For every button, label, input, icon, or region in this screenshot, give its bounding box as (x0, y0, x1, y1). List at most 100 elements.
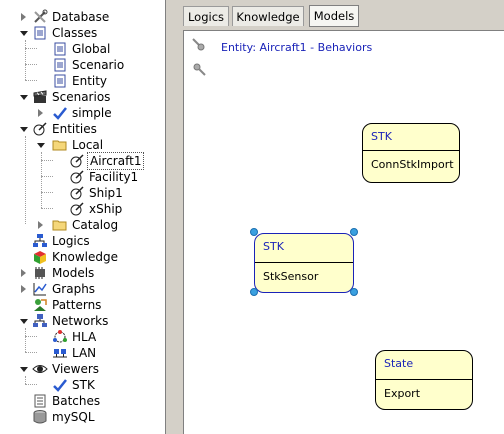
target-icon (70, 186, 84, 200)
tree-item-database[interactable]: Database (0, 9, 165, 25)
behavior-name: Export (384, 387, 421, 400)
tree-line (25, 64, 37, 65)
tree-label: Catalog (72, 218, 119, 232)
expand-arrow-icon[interactable] (20, 265, 29, 281)
collapse-arrow-icon[interactable] (20, 25, 29, 41)
tree-line (25, 136, 26, 224)
tree-item-entities[interactable]: Entities (0, 121, 165, 137)
tree-label: Facility1 (89, 170, 139, 184)
tree-label: Database (52, 10, 110, 24)
behavior-canvas[interactable]: Entity: Aircraft1 - Behaviors STK ConnSt… (183, 30, 504, 434)
chip-icon (35, 267, 45, 279)
tree-label: Batches (52, 394, 101, 408)
behavior-type: State (384, 357, 414, 370)
tree-label: simple (72, 106, 112, 120)
tree-line (25, 384, 37, 385)
tree-line (41, 152, 42, 208)
behavior-box[interactable]: State Export (375, 350, 473, 410)
tree-item-knowledge[interactable]: Knowledge (0, 249, 165, 265)
tree-label: Scenario (72, 58, 125, 72)
database-cylinder-icon (33, 410, 47, 424)
batch-icon (34, 394, 46, 408)
collapse-arrow-icon[interactable] (20, 89, 29, 105)
tree-item-aircraft1[interactable]: Aircraft1 (0, 152, 165, 170)
tree-label: Models (52, 266, 95, 280)
collapse-arrow-icon[interactable] (20, 121, 29, 137)
tree-line (41, 192, 53, 193)
tree-line (41, 208, 53, 209)
connector-tool-icon[interactable] (191, 37, 207, 53)
tree-label: Local (72, 138, 104, 152)
resize-handle[interactable] (250, 288, 258, 296)
resize-handle[interactable] (350, 288, 358, 296)
tree-line (25, 336, 37, 337)
tree-item-ship1[interactable]: Ship1 (0, 185, 165, 201)
tree-label: STK (72, 378, 95, 392)
tree-label: Global (72, 42, 111, 56)
target-icon (70, 154, 84, 168)
tree-item-mysql[interactable]: mySQL (0, 409, 165, 425)
box-divider (255, 262, 353, 263)
tree-item-logics[interactable]: Logics (0, 233, 165, 249)
expand-arrow-icon[interactable] (37, 217, 46, 233)
collapse-arrow-icon[interactable] (20, 361, 29, 377)
tree-item-global[interactable]: Global (0, 41, 165, 57)
collapse-arrow-icon[interactable] (20, 313, 29, 329)
checkmark-icon (53, 379, 67, 392)
hla-network-icon (53, 330, 67, 343)
target-icon (33, 122, 47, 136)
tree-item-simple[interactable]: simple (0, 105, 165, 121)
tree-label: Knowledge (52, 250, 118, 264)
tree-item-scenarios[interactable]: Scenarios (0, 89, 165, 105)
tab-logics[interactable]: Logics (183, 6, 229, 26)
resize-handle[interactable] (250, 228, 258, 236)
behavior-type: STK (263, 240, 284, 253)
tree-label: Graphs (52, 282, 96, 296)
tree-item-scenario[interactable]: Scenario (0, 57, 165, 73)
clapperboard-icon (33, 90, 47, 103)
tab-models[interactable]: Models (309, 5, 359, 27)
tree-line (25, 80, 37, 81)
tree-item-graphs[interactable]: Graphs (0, 281, 165, 297)
expand-arrow-icon[interactable] (37, 105, 46, 121)
graph-icon (33, 283, 47, 296)
collapse-arrow-icon[interactable] (37, 137, 46, 153)
tree-item-local[interactable]: Local (0, 137, 165, 153)
document-icon (54, 58, 66, 72)
tree-item-stk[interactable]: STK (0, 377, 165, 393)
tree-item-xship[interactable]: xShip (0, 201, 165, 217)
behavior-box-selected[interactable]: STK StkSensor (254, 233, 354, 293)
behavior-name: StkSensor (263, 270, 319, 283)
behavior-box[interactable]: STK ConnStkImport (362, 123, 460, 183)
tree-item-lan[interactable]: LAN (0, 345, 165, 361)
tree-label: mySQL (52, 410, 95, 424)
tree-item-networks[interactable]: Networks (0, 313, 165, 329)
target-icon (70, 202, 84, 216)
document-icon (54, 74, 66, 88)
expand-arrow-icon[interactable] (20, 9, 29, 25)
tree-item-facility1[interactable]: Facility1 (0, 169, 165, 185)
network-icon (33, 314, 47, 327)
tab-knowledge[interactable]: Knowledge (232, 6, 304, 26)
resize-handle[interactable] (350, 228, 358, 236)
expand-arrow-icon[interactable] (20, 281, 29, 297)
canvas-toolstrip (184, 31, 214, 91)
tree-item-catalog[interactable]: Catalog (0, 217, 165, 233)
tree-item-viewers[interactable]: Viewers (0, 361, 165, 377)
link-tool-icon[interactable] (191, 61, 207, 77)
tree-label: LAN (72, 346, 97, 360)
tree-label: Patterns (52, 298, 102, 312)
pattern-icon (34, 299, 47, 311)
tree-panel[interactable]: Database Classes Global Scenario Entity … (0, 0, 166, 434)
behavior-type: STK (371, 130, 392, 143)
tree-item-batches[interactable]: Batches (0, 393, 165, 409)
tree-item-patterns[interactable]: Patterns (0, 297, 165, 313)
tree-item-classes[interactable]: Classes (0, 25, 165, 41)
tree-item-models[interactable]: Models (0, 265, 165, 281)
tree-item-hla[interactable]: HLA (0, 329, 165, 345)
flowchart-icon (33, 234, 47, 247)
document-icon (54, 42, 66, 56)
tree-label: Viewers (52, 362, 100, 376)
tree-item-entity[interactable]: Entity (0, 73, 165, 89)
tree-label-selected: Aircraft1 (86, 152, 145, 170)
